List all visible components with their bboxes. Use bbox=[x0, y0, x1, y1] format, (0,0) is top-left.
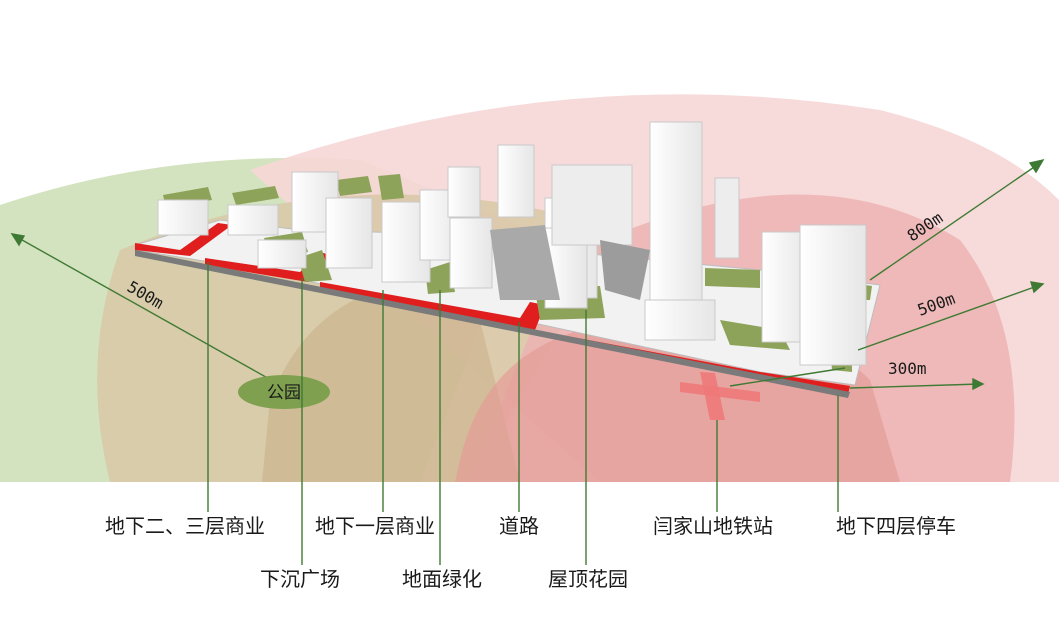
label-l4-parking: 地下四层停车 bbox=[836, 514, 956, 538]
tall-tower bbox=[799, 224, 867, 366]
podium-block bbox=[644, 299, 716, 341]
arrowhead bbox=[972, 377, 985, 391]
label-roof-garden: 屋顶花园 bbox=[548, 567, 628, 591]
arrow-800m bbox=[869, 162, 1041, 281]
arrow-park-500m bbox=[14, 235, 281, 386]
platform-edge bbox=[135, 250, 850, 398]
tower bbox=[714, 177, 740, 259]
arrow-300m bbox=[849, 383, 981, 389]
low-block bbox=[227, 204, 279, 236]
green-ground bbox=[705, 268, 760, 288]
metro-link bbox=[729, 367, 846, 387]
metro-cross bbox=[700, 372, 725, 420]
green-roof bbox=[232, 186, 279, 205]
label-ground-green: 地面绿化 bbox=[402, 567, 482, 591]
label-road: 道路 bbox=[499, 514, 539, 538]
tower bbox=[447, 166, 481, 218]
tower-cluster bbox=[551, 164, 633, 246]
podium-block bbox=[257, 239, 307, 269]
label-metro-station: 闫家山地铁站 bbox=[653, 514, 773, 538]
tower bbox=[497, 144, 535, 218]
park-ellipse bbox=[238, 375, 330, 409]
metro-station-marker bbox=[680, 372, 760, 420]
buildings bbox=[157, 121, 867, 366]
shadow bbox=[490, 225, 560, 300]
tall-tower bbox=[649, 121, 703, 323]
green-roof bbox=[378, 174, 404, 200]
low-block bbox=[157, 199, 209, 236]
label-l1-commerce: 地下一层商业 bbox=[315, 514, 435, 538]
leader-lines bbox=[207, 262, 839, 565]
tower bbox=[325, 197, 373, 269]
metro-cross bbox=[680, 382, 760, 402]
red-band-mid bbox=[205, 252, 330, 282]
label-sunken-plaza: 下沉广场 bbox=[260, 567, 340, 591]
distance-arrows bbox=[10, 158, 1045, 391]
park-label: 公园 bbox=[267, 383, 301, 403]
tower bbox=[449, 217, 493, 289]
distance-label-300m: 300m bbox=[888, 359, 927, 378]
zone-300m-tan-mid bbox=[262, 279, 520, 482]
arrowhead bbox=[1030, 281, 1045, 294]
green-roof bbox=[336, 176, 372, 196]
green-ground bbox=[425, 262, 455, 294]
arrow-500m-right bbox=[857, 284, 1041, 351]
arrowhead bbox=[1028, 158, 1045, 174]
arrowhead bbox=[10, 233, 26, 247]
shadow bbox=[600, 240, 650, 300]
label-l2-3-commerce: 地下二、三层商业 bbox=[105, 514, 265, 538]
